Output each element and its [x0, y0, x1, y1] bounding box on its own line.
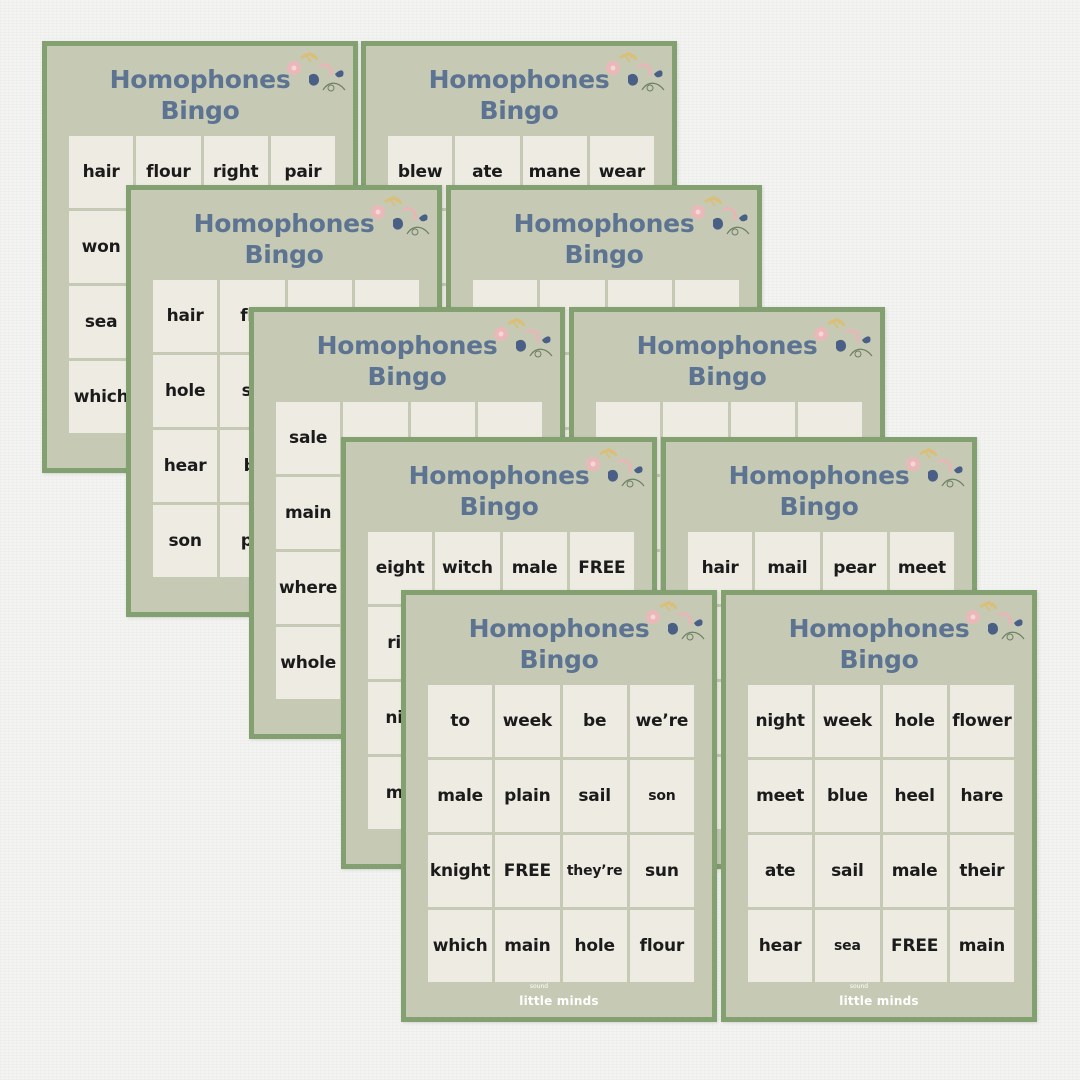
floral-decoration-icon — [586, 447, 645, 488]
bingo-cell: sail — [562, 760, 627, 832]
floral-decoration-icon — [906, 447, 965, 488]
bingo-cell: to — [428, 685, 493, 757]
bingo-cell: flower — [949, 685, 1014, 757]
bingo-cell: sea — [69, 286, 134, 358]
bingo-cell: male — [428, 760, 493, 832]
bingo-cell: flour — [629, 910, 694, 982]
floral-decoration-icon — [371, 195, 430, 236]
bingo-cell: main — [495, 910, 560, 982]
floral-decoration-icon — [494, 317, 553, 358]
bingo-cell: hear — [153, 430, 218, 502]
bingo-cell: son — [153, 505, 218, 577]
floral-decoration-icon — [646, 600, 705, 641]
bingo-cell: knight — [428, 835, 493, 907]
bingo-cell: night — [748, 685, 813, 757]
bingo-cell: week — [495, 685, 560, 757]
floral-decoration-icon — [287, 51, 346, 92]
floral-decoration-icon — [606, 51, 665, 92]
bingo-cell: hair — [153, 280, 218, 352]
bingo-cell: whole — [276, 627, 341, 699]
bingo-cell: hole — [153, 355, 218, 427]
floral-decoration-icon — [814, 317, 873, 358]
bingo-cell: heel — [882, 760, 947, 832]
bingo-cell: male — [882, 835, 947, 907]
bingo-cell: be — [562, 685, 627, 757]
floral-decoration-icon — [966, 600, 1025, 641]
bingo-cell: sail — [815, 835, 880, 907]
bingo-cell: hole — [882, 685, 947, 757]
bingo-cell: hair — [69, 136, 134, 208]
bingo-cell: ate — [748, 835, 813, 907]
bingo-cell: sale — [276, 402, 341, 474]
bingo-cell: meet — [748, 760, 813, 832]
bingo-cell: won — [69, 211, 134, 283]
bingo-cell: where — [276, 552, 341, 624]
bingo-cell: sea — [815, 910, 880, 982]
bingo-cell: their — [949, 835, 1014, 907]
bingo-cell: hare — [949, 760, 1014, 832]
bingo-cell: sun — [629, 835, 694, 907]
bingo-cell: son — [629, 760, 694, 832]
bingo-cell: blue — [815, 760, 880, 832]
bingo-cell: week — [815, 685, 880, 757]
bingo-cell: FREE — [882, 910, 947, 982]
bingo-cell: we’re — [629, 685, 694, 757]
bingo-cell: main — [949, 910, 1014, 982]
bingo-cell: plain — [495, 760, 560, 832]
bingo-cell: they’re — [562, 835, 627, 907]
bingo-cell: hear — [748, 910, 813, 982]
floral-decoration-icon — [691, 195, 750, 236]
bingo-cell: which — [428, 910, 493, 982]
bingo-cell: FREE — [495, 835, 560, 907]
bingo-cell: hole — [562, 910, 627, 982]
bingo-cell: main — [276, 477, 341, 549]
bingo-cell: which — [69, 361, 134, 433]
